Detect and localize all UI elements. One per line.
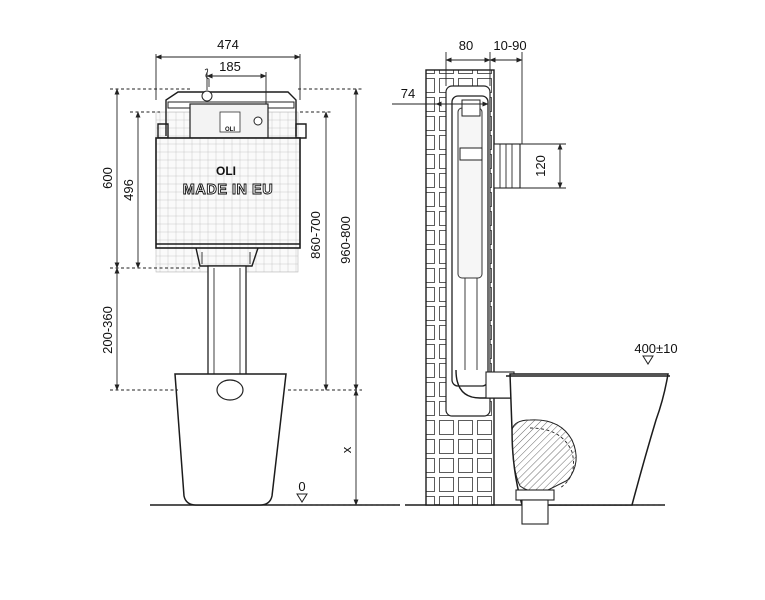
inlet-valve [201, 90, 213, 102]
dim-label-400: 400±10 [634, 341, 677, 356]
pan-trap-hatch [511, 419, 577, 492]
side-outlet-bend [455, 369, 512, 399]
inlet-box-ribs [499, 144, 513, 188]
side-valve-head [461, 99, 481, 117]
neck-collar [201, 252, 251, 264]
dim-label-10-90: 10-90 [493, 38, 526, 53]
pan-height-marker [642, 355, 654, 365]
dim-label-860-700: 860-700 [308, 211, 323, 259]
cistern-tank [155, 137, 301, 249]
dim-label-74: 74 [401, 86, 415, 101]
frame-top-bracket [165, 91, 297, 136]
pan-trap-outline [529, 427, 574, 489]
dim-label-496: 496 [121, 179, 136, 201]
front-view: OLI OLI MADE IN EU 474 185 [100, 37, 400, 506]
dim-label-80: 80 [459, 38, 473, 53]
valve-knob [253, 116, 263, 126]
dim-label-x: x [339, 446, 354, 453]
valve-window [219, 111, 241, 133]
dim-label-200-360: 200-360 [100, 306, 115, 354]
dim-label-120: 120 [533, 155, 548, 177]
dim-label-600: 600 [100, 167, 115, 189]
toilet-pan-front [174, 373, 287, 506]
floor-drain [515, 489, 555, 501]
cistern-stamp: MADE IN EU [183, 182, 273, 198]
floor-zero-label: 0 [298, 479, 305, 494]
pan-outlet-hole [216, 379, 244, 401]
side-cistern-core [457, 107, 483, 279]
side-inlet-box [493, 143, 521, 189]
floor-drain-pipe [521, 499, 549, 525]
dim-label-185: 185 [219, 59, 241, 74]
cistern-brand: OLI [216, 164, 236, 178]
dim-label-960-800: 960-800 [338, 216, 353, 264]
dim-label-474: 474 [217, 37, 239, 52]
side-float [459, 147, 483, 161]
side-view: 80 10-90 74 120 400±10 [392, 38, 678, 525]
right-side-bracket [295, 123, 307, 139]
valve-brand: OLI [225, 127, 235, 133]
floor-zero-marker [296, 493, 308, 503]
